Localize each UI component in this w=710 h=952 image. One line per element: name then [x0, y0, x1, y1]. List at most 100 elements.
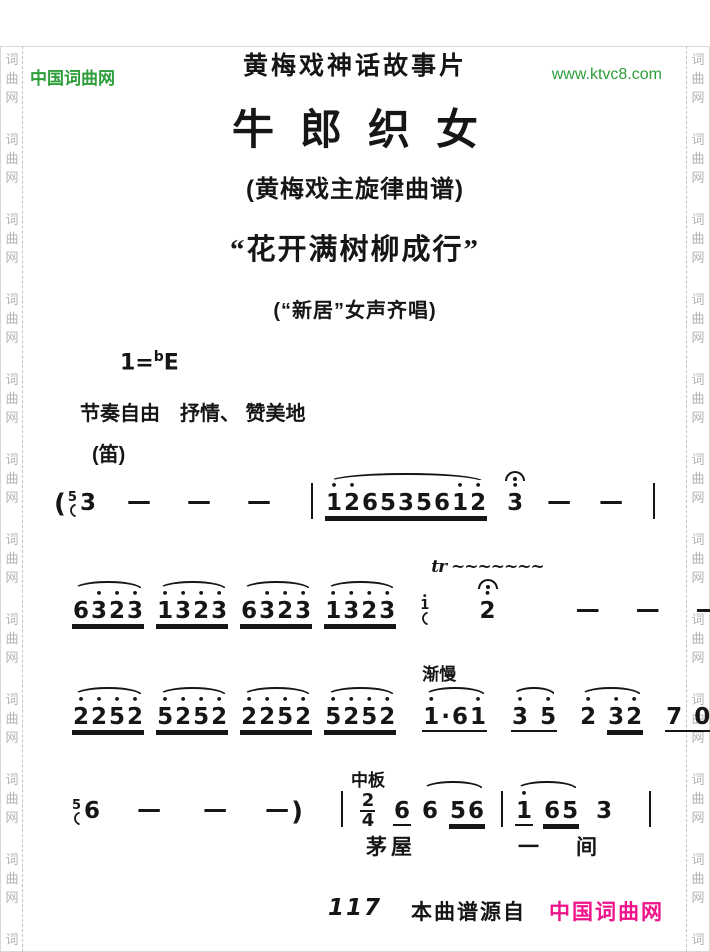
note-glyph: •1 — [469, 693, 487, 730]
octave-dot-icon: • — [347, 693, 355, 707]
note-glyph: •2 — [192, 588, 210, 625]
note-digit: 6 — [544, 798, 561, 825]
note-glyph: 6 — [543, 790, 561, 824]
note-digits: •1•3•2•3 — [156, 588, 228, 631]
octave-dot-icon — [247, 590, 251, 598]
duration-dash: — — [186, 487, 211, 516]
octave-dot-icon: • — [474, 693, 482, 707]
note-digits: •1•2 6 5 3 5 6•1•2 — [325, 479, 487, 523]
note-digits: •2 •3•2 — [579, 694, 643, 737]
note-digit — [533, 798, 543, 824]
note-digit: 2 — [259, 704, 276, 731]
note-digit: 2 — [277, 598, 294, 625]
lyric-text: 一 — [518, 836, 543, 860]
time-signature-numerator: 2 — [361, 790, 375, 812]
duration-dash: — — [635, 595, 660, 624]
note-glyph: •5 — [324, 694, 342, 730]
watermark-char: 词 — [691, 852, 705, 867]
watermark-char: 词 — [691, 372, 705, 387]
watermark-char: 词 — [5, 532, 19, 547]
watermark-group: 词曲网 — [691, 290, 704, 347]
octave-dot-icon — [456, 790, 460, 798]
watermark-char: 网 — [691, 330, 705, 345]
watermark-group: 词曲网 — [5, 210, 18, 267]
note-group: 3 — [79, 482, 97, 523]
watermark-group: 词曲网 — [691, 530, 704, 587]
note-glyph — [683, 696, 693, 730]
octave-dot-icon — [672, 696, 676, 704]
barline — [649, 791, 652, 828]
note-glyph: •1 — [422, 694, 440, 730]
slur-arc-icon — [73, 687, 143, 696]
note-digits: •2•2•5•2 — [240, 694, 312, 737]
watermark-char: 网 — [5, 890, 19, 905]
octave-dot-icon: • — [329, 587, 337, 601]
note-glyph: •1 — [324, 587, 342, 625]
note-digit: 3 — [91, 598, 108, 625]
note-digit: 2 — [295, 704, 312, 731]
note-glyph: •2 — [174, 694, 192, 730]
note-digit: 2 — [470, 490, 487, 517]
note-digits: 6•3•2•3 — [72, 588, 144, 631]
watermark-column-left: 词曲网词曲网词曲网词曲网词曲网词曲网词曲网词曲网词曲网词曲网词曲网词曲网词曲网词… — [2, 46, 22, 952]
note-digit: 2 — [580, 704, 597, 731]
octave-dot-icon — [440, 482, 444, 490]
note-digit: 0 — [694, 704, 710, 731]
octave-dot-icon: • — [330, 479, 338, 493]
note-glyph: •5 — [108, 694, 126, 730]
slur-arc-icon — [325, 687, 395, 696]
grace-note-digit: 5 — [67, 490, 77, 506]
note-digits: •1 · 6•1 — [422, 693, 487, 737]
note-group: •3 •5 — [511, 687, 557, 737]
note-glyph: 6 — [393, 790, 411, 824]
note-glyph: •5 — [156, 694, 174, 730]
note-digit: 5 — [562, 798, 579, 825]
duration-dash: — — [246, 487, 271, 516]
octave-dot-icon — [536, 790, 540, 798]
note-digit — [439, 798, 449, 824]
note-digit: 3 — [295, 598, 312, 625]
note-glyph: •3 — [90, 588, 108, 625]
note-glyph: 6 — [421, 790, 439, 824]
note-digits: •3 •5 — [511, 694, 557, 737]
watermark-group: 词曲网 — [691, 690, 704, 747]
note-glyph: 6 — [433, 482, 451, 516]
note-glyph: 5 — [449, 790, 467, 824]
note-digit: 6 — [452, 704, 469, 731]
octave-dot-icon — [568, 790, 572, 798]
note-glyph: •5 — [192, 694, 210, 730]
watermark-char: 曲 — [691, 791, 705, 806]
note-glyph: 5 — [379, 482, 397, 516]
note-digit: · — [441, 704, 451, 731]
note-glyph: •2 — [108, 588, 126, 624]
watermark-char: 词 — [691, 52, 705, 67]
duration-dash: — — [137, 795, 162, 824]
note-digit: 3 — [608, 704, 625, 731]
note-digits: •1 6 5 — [515, 788, 579, 831]
octave-dot-icon: • — [383, 693, 391, 707]
note-digit: 6 — [84, 798, 101, 825]
note-group: •5•2•5•2 — [324, 687, 396, 737]
site-url-link[interactable]: www.ktvc8.com — [551, 66, 662, 83]
note-digits: 7 0 — [665, 696, 710, 737]
note-digit: 2 — [193, 598, 210, 625]
grace-note-digit: 5 — [72, 798, 82, 814]
note-digit: 1 — [325, 598, 342, 625]
octave-dot-icon: • — [483, 587, 492, 601]
watermark-group: 词曲网 — [691, 770, 704, 827]
watermark-char: 曲 — [691, 71, 705, 86]
site-logo-link[interactable]: 中国词曲网 — [30, 69, 115, 88]
watermark-char: 词 — [5, 772, 19, 787]
note-digit: 3 — [343, 598, 360, 625]
watermark-char: 曲 — [5, 311, 19, 326]
source-credit-site-link[interactable]: 中国词曲网 — [549, 901, 664, 924]
note-group: 渐慢•1 · 6•1 — [422, 665, 487, 737]
note-glyph: •2 — [469, 480, 487, 517]
octave-dot-icon — [428, 790, 432, 798]
note-digit: 5 — [540, 704, 557, 731]
note-group: •5•2•5•2 — [156, 687, 228, 737]
octave-dot-icon — [532, 696, 536, 704]
key-signature: 1=bE — [120, 349, 179, 376]
